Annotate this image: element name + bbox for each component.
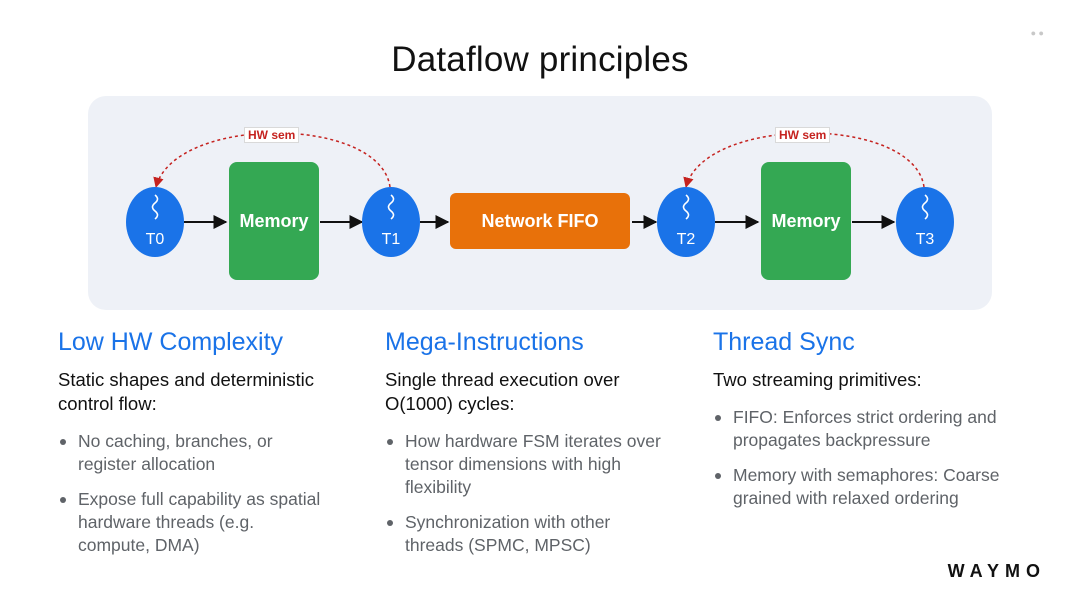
thread-node-t3 [896,187,954,257]
semaphore-arc-right [683,132,925,189]
thread-label-t2: T2 [676,231,696,248]
list-item: How hardware FSM iterates over tensor di… [385,430,670,499]
corner-dots-icon: ● ● [1030,28,1044,38]
network-fifo-box [450,193,630,249]
thread-squiggle-icon [151,194,159,220]
waymo-logo: WAYMO [947,561,1046,581]
list-item: Memory with semaphores: Coarse grained w… [713,464,1013,510]
thread-label-t3: T3 [915,231,935,248]
memory-label-right: Memory [771,211,841,231]
thread-label-t0: T0 [145,231,165,248]
memory-box-right [761,162,851,280]
column-title: Mega-Instructions [385,328,584,356]
thread-node-t1 [362,187,420,257]
list-item: Synchronization with other threads (SPMC… [385,511,670,557]
bullet-list: FIFO: Enforces strict ordering and propa… [713,406,1013,510]
list-item: FIFO: Enforces strict ordering and propa… [713,406,1013,452]
memory-label-left: Memory [239,211,309,231]
semaphore-label-left: HW sem [244,127,300,143]
thread-node-t0 [126,187,184,257]
thread-label-t1: T1 [381,231,401,248]
column-subtitle: Single thread execution over O(1000) cyc… [385,369,620,414]
list-item: No caching, branches, or register alloca… [58,430,328,476]
thread-squiggle-icon [387,194,395,220]
column-mega-instructions: Mega-Instructions Single thread executio… [385,326,705,569]
thread-node-t2 [657,187,715,257]
thread-squiggle-icon [682,194,690,220]
column-low-hw-complexity: Low HW Complexity Static shapes and dete… [58,326,378,569]
page-title: Dataflow principles [391,40,689,79]
column-subtitle: Two streaming primitives: [713,369,922,390]
list-item: Expose full capability as spatial hardwa… [58,488,328,557]
thread-squiggle-icon [921,194,929,220]
column-subtitle: Static shapes and deterministic control … [58,369,315,414]
column-title: Thread Sync [713,328,855,356]
network-fifo-label: Network FIFO [481,211,599,231]
semaphore-label-right: HW sem [775,127,831,143]
column-thread-sync: Thread Sync Two streaming primitives: FI… [713,326,1033,522]
column-title: Low HW Complexity [58,328,284,356]
memory-box-left [229,162,319,280]
bullet-list: No caching, branches, or register alloca… [58,430,328,557]
bullet-list: How hardware FSM iterates over tensor di… [385,430,670,557]
